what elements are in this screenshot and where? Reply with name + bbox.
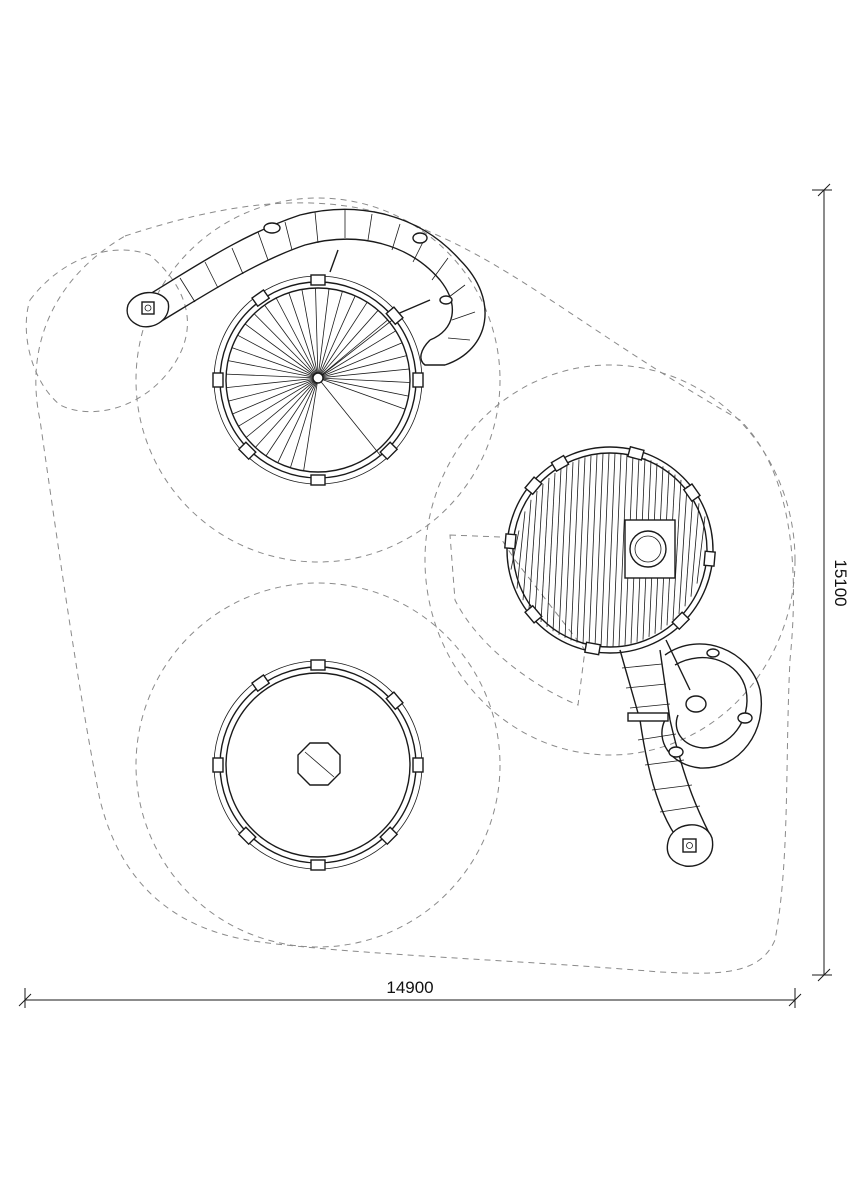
slide-runout-zone-upper bbox=[25, 249, 188, 412]
spiral-stair-tower bbox=[212, 249, 431, 486]
dimension-height-label: 15100 bbox=[831, 559, 849, 606]
platform-dashed-wedge bbox=[449, 534, 586, 706]
safety-zones bbox=[25, 197, 796, 974]
dimension-width: 14900 bbox=[18, 978, 802, 1008]
octagon-tower-zone bbox=[135, 582, 501, 948]
octagon-post-tower bbox=[212, 659, 424, 871]
dimension-width-label: 14900 bbox=[386, 978, 433, 997]
outer-safety-boundary bbox=[35, 202, 794, 974]
dimension-height: 15100 bbox=[812, 183, 849, 982]
spiral-tower-zone bbox=[135, 197, 501, 563]
decked-platform-tower bbox=[504, 445, 716, 656]
tube-slide-upper bbox=[126, 208, 486, 366]
platform-tower-zone bbox=[424, 364, 796, 756]
tube-slide-lower bbox=[619, 639, 762, 867]
